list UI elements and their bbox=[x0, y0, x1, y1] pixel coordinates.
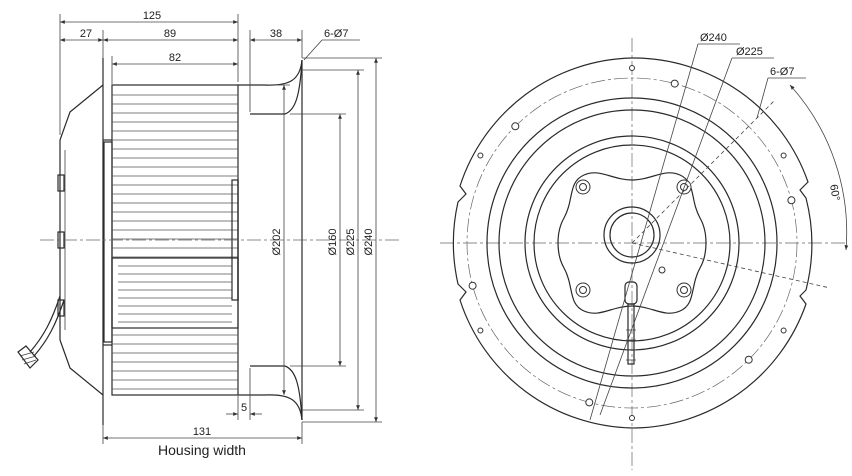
front-dimension-leaders: Ø240 Ø225 6-Ø7 60° bbox=[589, 32, 849, 421]
dimension-82: 82 bbox=[111, 52, 238, 84]
mount-hole-tl-inner bbox=[579, 183, 587, 191]
inner-ring-2 bbox=[498, 109, 766, 377]
flange-hole bbox=[468, 281, 477, 290]
outer-hole bbox=[629, 415, 635, 421]
dim-131-label: 131 bbox=[193, 426, 211, 438]
housing-width-label: Housing width bbox=[158, 442, 246, 458]
dim-27-label: 27 bbox=[80, 28, 92, 40]
motor-housing bbox=[57, 58, 113, 425]
dimension-6x7-side: 6-Ø7 bbox=[303, 28, 360, 61]
outer-hole bbox=[780, 327, 787, 334]
dimension-27: 27 bbox=[60, 28, 104, 58]
flange-holes bbox=[468, 65, 796, 421]
flange-hole bbox=[585, 398, 594, 407]
dim-6x7-side-label: 6-Ø7 bbox=[324, 28, 348, 40]
hub-small-hole bbox=[658, 266, 666, 274]
outer-hole bbox=[629, 65, 635, 71]
dim-125-label: 125 bbox=[143, 10, 161, 22]
dimension-89: 89 bbox=[103, 28, 238, 42]
dim-5-label: 5 bbox=[241, 402, 247, 414]
hub-inner bbox=[609, 212, 655, 258]
hub-outer bbox=[603, 206, 661, 264]
front-dim-6x7-label: 6-Ø7 bbox=[770, 66, 794, 78]
motor-mounting-plate bbox=[557, 172, 707, 314]
dimension-5: 5 bbox=[226, 368, 262, 420]
dim-225-label: Ø225 bbox=[345, 229, 357, 256]
flange-hole bbox=[511, 122, 520, 131]
front-dim-225-label: Ø225 bbox=[736, 46, 763, 58]
dim-240-label: Ø240 bbox=[363, 229, 375, 256]
outer-hole bbox=[780, 152, 787, 159]
dimension-160: Ø160 bbox=[290, 113, 346, 367]
dimension-125: 125 bbox=[59, 10, 239, 135]
side-view: 125 27 89 82 38 6-Ø7 bbox=[17, 10, 400, 458]
dimension-225: Ø225 bbox=[302, 69, 364, 411]
dim-89-label: 89 bbox=[164, 28, 176, 40]
outer-hole bbox=[477, 327, 484, 334]
dimension-131: 131 Housing width bbox=[102, 422, 303, 458]
dimension-38: 38 bbox=[249, 28, 303, 112]
front-view: Ø240 Ø225 6-Ø7 60° bbox=[440, 32, 849, 470]
outer-hole bbox=[477, 152, 484, 159]
front-dim-60-label: 60° bbox=[827, 183, 842, 201]
front-dim-240-label: Ø240 bbox=[700, 32, 727, 44]
dim-82-label: 82 bbox=[169, 52, 181, 64]
dimension-240: Ø240 bbox=[302, 57, 382, 423]
inner-ring-1 bbox=[486, 97, 778, 389]
flange-hole bbox=[787, 196, 796, 205]
inner-ring-4 bbox=[533, 144, 731, 342]
dimension-202: Ø202 bbox=[268, 84, 290, 395]
mount-hole-br-inner bbox=[680, 286, 688, 294]
flange-hole bbox=[670, 79, 679, 88]
dim-202-label: Ø202 bbox=[271, 229, 283, 256]
mount-hole-bl-inner bbox=[579, 286, 587, 294]
flange-hole bbox=[744, 355, 753, 364]
front-cable bbox=[624, 281, 638, 365]
cable bbox=[17, 295, 65, 369]
dim-160-label: Ø160 bbox=[327, 229, 339, 256]
dim-38-label: 38 bbox=[270, 28, 282, 40]
